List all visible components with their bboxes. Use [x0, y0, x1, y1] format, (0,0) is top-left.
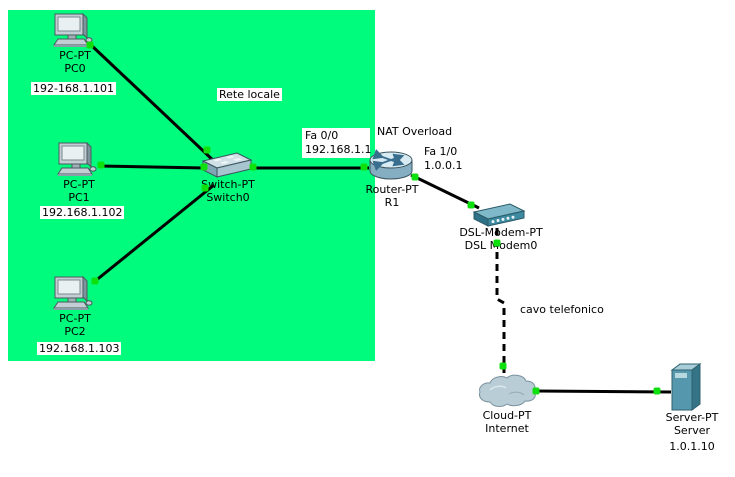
link-status-dot	[203, 146, 211, 154]
pc-icon	[57, 141, 97, 176]
device-modem0[interactable]	[472, 202, 526, 229]
pc-icon	[53, 12, 93, 47]
link-pc2-switch0[interactable]	[93, 183, 215, 284]
device-model: Switch-PT	[201, 178, 255, 191]
device-switch0[interactable]	[201, 150, 253, 182]
ip-label-server0: 1.0.1.10	[669, 440, 715, 453]
lan-annotation: Rete locale	[217, 88, 282, 101]
link-status-dot	[411, 173, 419, 181]
device-name: Server	[673, 424, 711, 437]
server-icon	[670, 363, 702, 411]
device-model: PC-PT	[63, 178, 95, 191]
device-cloud0[interactable]	[476, 370, 538, 410]
link-status-dot	[493, 239, 501, 247]
ip-label-pc0: 192-168.1.101	[31, 82, 116, 95]
device-model: PC-PT	[59, 49, 91, 62]
device-label-router1: Router-PT R1	[347, 183, 437, 209]
ip-label-pc1: 192.168.1.102	[40, 206, 125, 219]
nat-annotation: NAT Overload	[377, 125, 453, 138]
device-pc2[interactable]	[50, 275, 94, 313]
device-label-switch0: Switch-PT Switch0	[183, 178, 273, 204]
link-status-dot	[200, 163, 208, 171]
device-label-pc0: PC-PT PC0	[30, 49, 120, 75]
device-label-modem0: DSL-Modem-PT DSL Modem0	[453, 226, 549, 252]
device-server0[interactable]	[669, 363, 703, 413]
link-status-dot	[653, 387, 661, 395]
link-pc0-switch0[interactable]	[89, 43, 218, 165]
link-cloud0-server0[interactable]	[535, 389, 672, 394]
device-name: R1	[384, 196, 400, 209]
link-status-dot	[201, 184, 209, 192]
device-model: DSL-Modem-PT	[459, 226, 543, 239]
link-modem0-cloud0-phone-cable[interactable]	[495, 228, 506, 373]
device-label-server0: Server-PT Server	[647, 411, 735, 437]
device-router1[interactable]	[367, 149, 415, 182]
iface-name: Fa 0/0	[305, 129, 339, 142]
iface-name: Fa 1/0	[424, 145, 458, 158]
device-name: PC1	[68, 191, 90, 204]
iface-ip: 1.0.0.1	[424, 159, 463, 172]
dsl-modem-icon	[472, 203, 526, 227]
device-name: PC0	[64, 62, 86, 75]
link-status-dot	[249, 163, 257, 171]
switch-icon	[201, 152, 253, 178]
link-status-dot	[532, 387, 540, 395]
link-status-dot	[97, 161, 105, 169]
device-label-cloud0: Cloud-PT Internet	[462, 409, 552, 435]
device-name: Internet	[485, 422, 529, 435]
device-model: Server-PT	[665, 411, 719, 424]
link-pc1-switch0[interactable]	[98, 164, 205, 170]
device-model: PC-PT	[59, 312, 91, 325]
link-status-dot	[91, 277, 99, 285]
device-name: PC2	[64, 325, 86, 338]
router-icon	[369, 149, 413, 180]
device-model: Cloud-PT	[482, 409, 532, 422]
iface-ip: 192.168.1.1	[305, 143, 372, 156]
link-status-dot	[499, 362, 507, 370]
link-status-dot	[360, 163, 368, 171]
device-label-pc2: PC-PT PC2	[30, 312, 120, 338]
iface-label-fa1-0: Fa 1/0 1.0.0.1	[421, 144, 473, 174]
device-pc1[interactable]	[54, 141, 98, 179]
device-pc0[interactable]	[50, 12, 94, 50]
cable-annotation: cavo telefonico	[518, 303, 606, 316]
pc-icon	[53, 275, 93, 310]
device-label-pc1: PC-PT PC1	[34, 178, 124, 204]
device-model: Router-PT	[365, 183, 419, 196]
cloud-icon	[479, 374, 536, 407]
device-name: DSL Modem0	[464, 239, 538, 252]
iface-label-fa0-0: Fa 0/0 192.168.1.1	[302, 128, 372, 158]
link-status-dot	[86, 41, 94, 49]
ip-label-pc2: 192.168.1.103	[37, 342, 122, 355]
link-status-dot	[467, 201, 475, 209]
device-name: Switch0	[206, 191, 250, 204]
